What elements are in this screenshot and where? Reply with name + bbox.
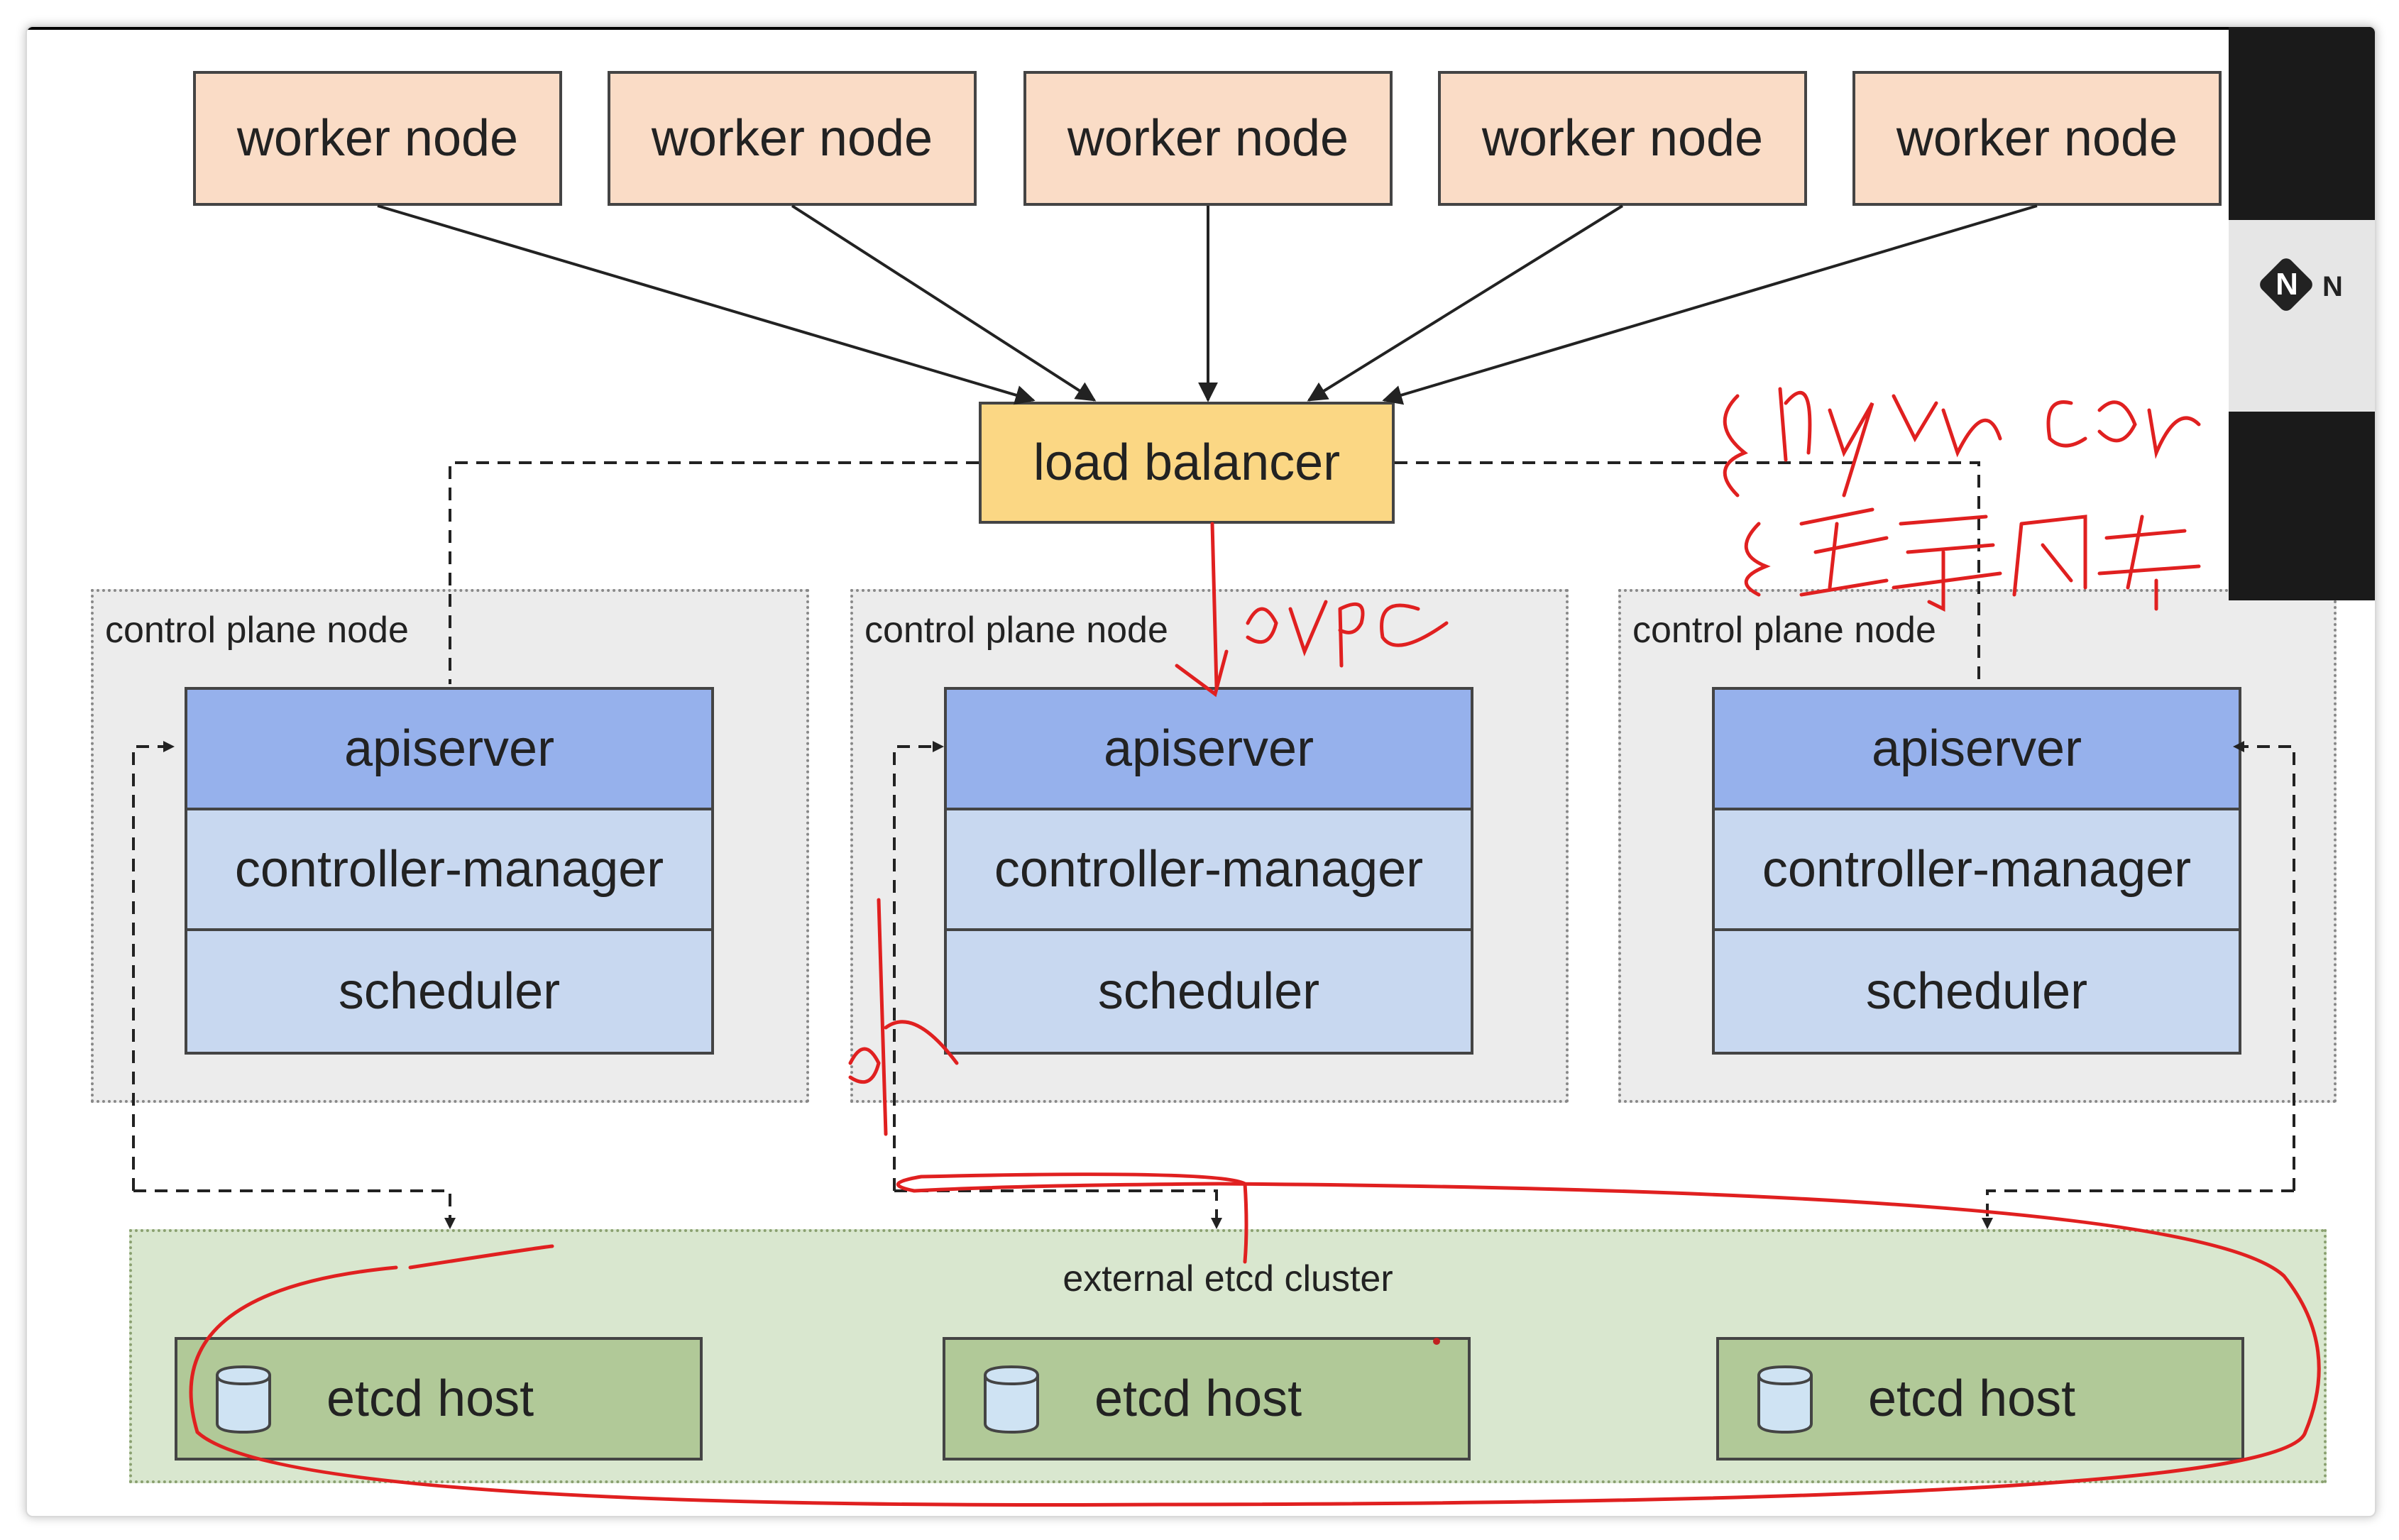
etcd-host-label: etcd host bbox=[326, 1370, 534, 1427]
etcd-dashed-links bbox=[132, 745, 2295, 1226]
apiserver: apiserver bbox=[187, 690, 711, 810]
controller-manager: controller-manager bbox=[187, 810, 711, 931]
etcd-host-label: etcd host bbox=[1868, 1370, 2076, 1427]
worker-node-3: worker node bbox=[1023, 71, 1393, 206]
worker-node-1: worker node bbox=[193, 71, 562, 206]
control-plane-label: control plane node bbox=[1632, 610, 1936, 651]
controller-manager: controller-manager bbox=[1715, 810, 2239, 931]
component-stack: apiserver controller-manager scheduler bbox=[944, 687, 1473, 1055]
apiserver: apiserver bbox=[947, 690, 1471, 810]
controller-manager: controller-manager bbox=[947, 810, 1471, 931]
etcd-host-3: etcd host bbox=[1716, 1337, 2244, 1461]
control-plane-label: control plane node bbox=[864, 610, 1168, 651]
lb-dashed-links bbox=[449, 461, 1980, 684]
apiserver: apiserver bbox=[1715, 690, 2239, 810]
control-plane-label: control plane node bbox=[105, 610, 409, 651]
logo-text: N bbox=[2322, 271, 2343, 302]
database-icon bbox=[984, 1365, 1039, 1434]
slide-frame: worker node worker node worker node work… bbox=[26, 26, 2376, 1517]
handwriting-annotations bbox=[189, 387, 2321, 1507]
load-balancer: load balancer bbox=[979, 402, 1395, 524]
database-icon bbox=[1757, 1365, 1813, 1434]
scheduler: scheduler bbox=[1715, 931, 2239, 1052]
component-stack: apiserver controller-manager scheduler bbox=[1712, 687, 2241, 1055]
worker-node-4: worker node bbox=[1438, 71, 1807, 206]
component-stack: apiserver controller-manager scheduler bbox=[185, 687, 714, 1055]
webcam-background bbox=[2229, 220, 2375, 412]
external-etcd-cluster: external etcd cluster etcd host etcd hos… bbox=[129, 1229, 2327, 1483]
control-plane-node-2: control plane node apiserver controller-… bbox=[850, 589, 1569, 1103]
worker-arrows bbox=[377, 204, 2038, 405]
scheduler: scheduler bbox=[947, 931, 1471, 1052]
scheduler: scheduler bbox=[187, 931, 711, 1052]
webcam-overlay: N N bbox=[2229, 27, 2375, 600]
etcd-host-label: etcd host bbox=[1094, 1370, 1302, 1427]
worker-node-2: worker node bbox=[608, 71, 977, 206]
etcd-host-2: etcd host bbox=[943, 1337, 1471, 1461]
control-plane-node-1: control plane node apiserver controller-… bbox=[91, 589, 809, 1103]
database-icon bbox=[216, 1365, 271, 1434]
etcd-host-1: etcd host bbox=[175, 1337, 703, 1461]
logo-letter: N bbox=[2276, 267, 2298, 302]
worker-node-5: worker node bbox=[1852, 71, 2222, 206]
top-bar bbox=[27, 27, 2375, 30]
arrow-heads bbox=[163, 741, 2244, 1229]
etcd-cluster-label: external etcd cluster bbox=[1063, 1258, 1393, 1299]
connector-overlay bbox=[132, 204, 2321, 1507]
stray-dot bbox=[1433, 1338, 1440, 1345]
